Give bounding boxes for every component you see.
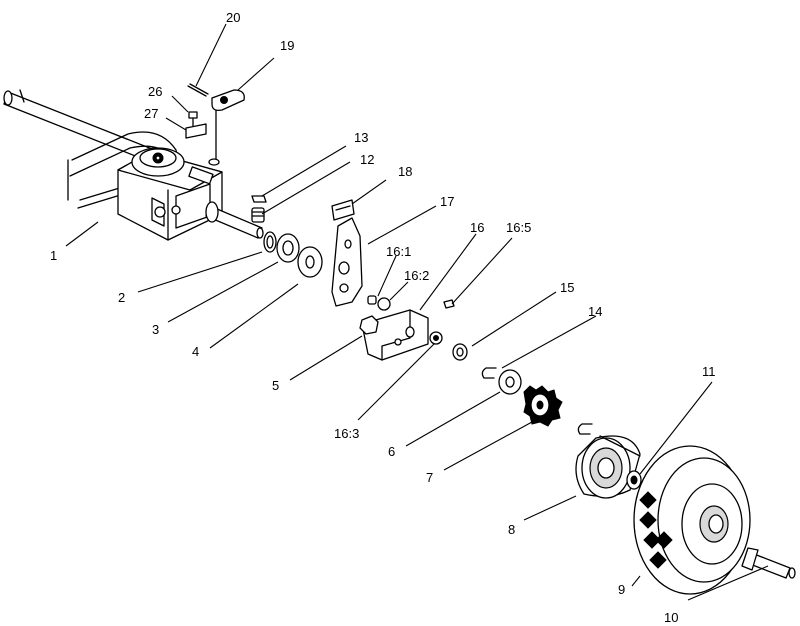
callout-19: 19 (280, 38, 294, 53)
washer-small (276, 233, 300, 263)
leader-17 (367, 205, 437, 245)
callout-16-5: 16:5 (506, 220, 531, 235)
leader-16 (419, 233, 477, 311)
leader-27 (165, 117, 187, 131)
leader-8 (523, 495, 577, 521)
callout-20: 20 (226, 10, 240, 25)
pulley (131, 147, 185, 177)
callout-27: 27 (144, 106, 158, 121)
callout-6: 6 (388, 444, 395, 459)
leader-3 (167, 261, 279, 323)
callout-16-2: 16:2 (404, 268, 429, 283)
bracket-clip (185, 123, 207, 139)
callout-16-1: 16:1 (386, 244, 411, 259)
spring-clip (331, 199, 355, 221)
washer-15 (452, 343, 468, 361)
callout-10: 10 (664, 610, 678, 625)
bracket-screw (443, 299, 455, 309)
leader-4 (209, 283, 299, 349)
spring-pin (187, 83, 209, 97)
leader-20 (195, 23, 227, 87)
leader-16-5 (451, 237, 513, 305)
wheel-gear (575, 435, 641, 499)
callout-2: 2 (118, 290, 125, 305)
wheel (633, 445, 751, 595)
callout-17: 17 (440, 194, 454, 209)
leader-19 (237, 57, 275, 91)
callout-13: 13 (354, 130, 368, 145)
key (251, 195, 267, 203)
leader-6 (405, 391, 501, 447)
wheel-bearing (626, 470, 642, 490)
callout-12: 12 (360, 152, 374, 167)
leader-10 (687, 565, 769, 601)
leader-12 (261, 161, 351, 215)
callout-16-3: 16:3 (334, 426, 359, 441)
spacer-bearing (498, 369, 522, 395)
set-screw (251, 207, 265, 223)
callout-18: 18 (398, 164, 412, 179)
callout-9: 9 (618, 582, 625, 597)
retaining-ring (263, 231, 277, 253)
washer-large (297, 246, 323, 278)
leader-9 (631, 575, 641, 587)
bracket-nut (359, 315, 379, 335)
adjuster-plate (331, 217, 363, 307)
leader-16-3 (357, 343, 435, 421)
leader-16-2 (389, 281, 409, 301)
bracket-bushing (429, 331, 443, 345)
callout-5: 5 (272, 378, 279, 393)
leader-11 (639, 381, 713, 475)
callout-8: 8 (508, 522, 515, 537)
leader-lines (65, 23, 769, 601)
e-clip-lower (577, 423, 593, 435)
callout-14: 14 (588, 304, 602, 319)
shoulder-bolt (741, 547, 796, 579)
callout-15: 15 (560, 280, 574, 295)
callout-4: 4 (192, 344, 199, 359)
leader-5 (289, 335, 363, 381)
pinion-gear (523, 385, 563, 427)
callout-1: 1 (50, 248, 57, 263)
bracket-bolt-small (367, 295, 377, 305)
leader-7 (443, 421, 533, 471)
shift-lever (208, 89, 245, 166)
bracket-spacer (377, 297, 391, 311)
leader-13 (261, 145, 347, 197)
callout-26: 26 (148, 84, 162, 99)
leader-1 (65, 221, 99, 247)
output-shaft (205, 201, 264, 239)
callout-11: 11 (702, 364, 716, 379)
leader-2 (137, 251, 263, 293)
leader-15 (471, 291, 557, 347)
callout-labels: 1 2 3 4 5 6 7 8 9 10 11 12 13 14 15 16 1… (50, 10, 716, 625)
e-clip-upper (481, 367, 497, 379)
leader-26 (171, 95, 189, 113)
callout-3: 3 (152, 322, 159, 337)
callout-16: 16 (470, 220, 484, 235)
leader-16-1 (377, 255, 397, 297)
leader-14 (501, 315, 597, 369)
leader-18 (351, 179, 387, 205)
callout-7: 7 (426, 470, 433, 485)
